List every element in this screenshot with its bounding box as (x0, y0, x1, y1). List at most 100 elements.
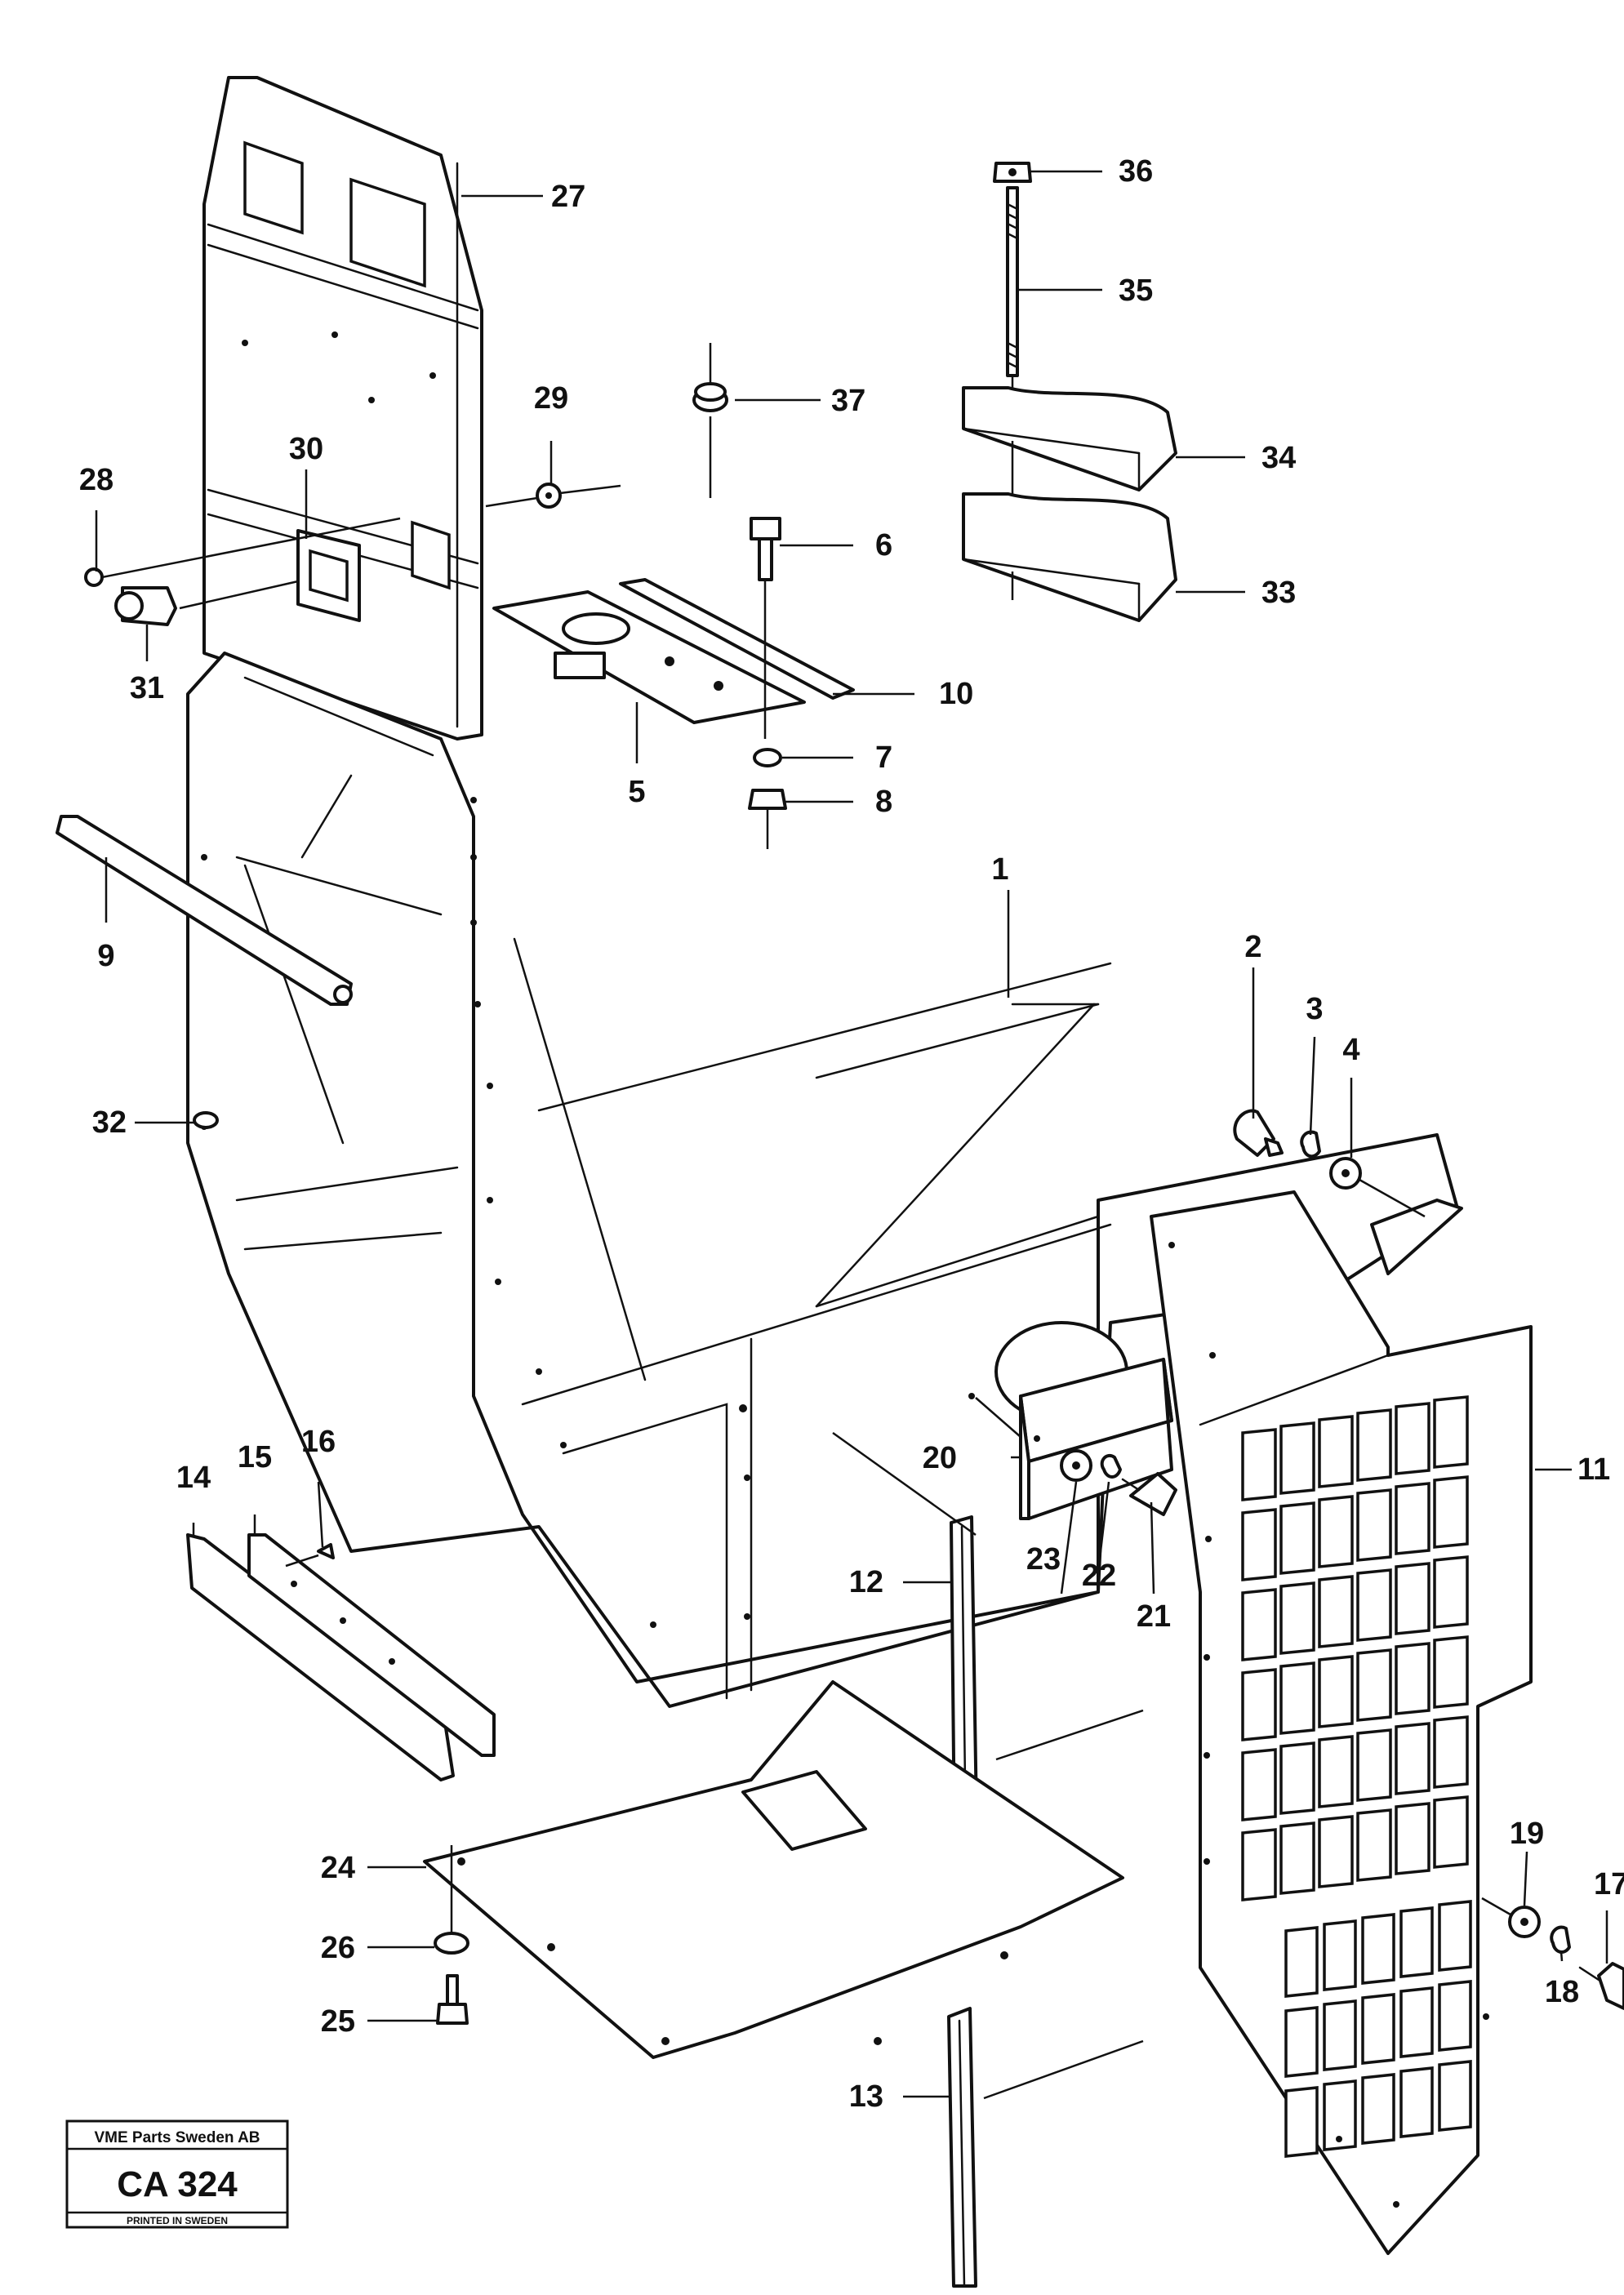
callout-17: 17 (1594, 1867, 1624, 1901)
callout-36: 36 (1119, 154, 1153, 189)
callout-4: 4 (1342, 1033, 1359, 1067)
callout-5: 5 (628, 775, 645, 809)
washer-part-19 (1481, 1897, 1541, 1938)
support-block-part-34 (962, 386, 1177, 506)
callout-18: 18 (1545, 1975, 1579, 2009)
grille-opening (1356, 1488, 1392, 1562)
grille-opening (1318, 1815, 1354, 1888)
grille-opening (1323, 1999, 1357, 2071)
grille-opening (1433, 1795, 1469, 1869)
grille-opening (1279, 1501, 1315, 1575)
grille-opening (1323, 2079, 1357, 2151)
rubber-strip-part-13 (947, 2007, 977, 2288)
screw-part-21 (1121, 1472, 1177, 1516)
clip-part-32 (193, 1111, 219, 1129)
lock-plate-part-30 (296, 529, 361, 622)
callout-24: 24 (321, 1851, 355, 1885)
grille-opening (1438, 1980, 1472, 2052)
callout-16: 16 (301, 1425, 336, 1459)
grille-opening (1241, 1828, 1277, 1901)
grille-opening (1361, 1993, 1395, 2065)
stamp-company: VME Parts Sweden AB (94, 2129, 260, 2146)
grille-opening (1279, 1821, 1315, 1895)
stamp-printed: PRINTED IN SWEDEN (127, 2215, 228, 2226)
washer-part-7 (753, 748, 782, 767)
strip-part-10 (619, 578, 855, 700)
callout-32: 32 (92, 1105, 127, 1140)
callout-12: 12 (849, 1565, 883, 1599)
grille-opening (1284, 2086, 1319, 2158)
callout-9: 9 (97, 939, 114, 973)
callout-22: 22 (1082, 1559, 1116, 1593)
grille-opening (1395, 1802, 1430, 1875)
callout-6: 6 (875, 528, 892, 563)
grille-opening (1241, 1668, 1277, 1741)
callout-11: 11 (1577, 1452, 1610, 1487)
grille-opening (1395, 1642, 1430, 1715)
skirt-strip-part-15 (247, 1533, 496, 1757)
callout-3: 3 (1306, 992, 1323, 1026)
callout-labels: 1 2 3 4 5 6 7 8 9 10 11 12 13 14 15 16 1… (79, 154, 1624, 2114)
callout-26: 26 (321, 1931, 355, 1965)
grille-opening (1433, 1635, 1469, 1709)
grille-opening (1361, 1913, 1395, 1985)
callout-10: 10 (939, 677, 973, 711)
callout-7: 7 (875, 741, 892, 775)
grommet-part-37 (692, 343, 728, 498)
upper-right-flange (1370, 1199, 1463, 1275)
callout-37: 37 (831, 384, 865, 418)
callout-8: 8 (875, 785, 892, 819)
callout-34: 34 (1261, 441, 1296, 475)
grille-upper-openings (1241, 1395, 1469, 1901)
grille-opening (1433, 1715, 1469, 1789)
callout-28: 28 (79, 463, 113, 497)
callout-1: 1 (991, 852, 1008, 887)
nut-part-8 (748, 789, 787, 849)
grille-opening (1279, 1741, 1315, 1815)
grille-opening (1241, 1748, 1277, 1821)
callout-29: 29 (534, 381, 568, 416)
callout-23: 23 (1026, 1542, 1061, 1577)
grille-opening (1241, 1428, 1277, 1501)
grille-opening (1284, 1926, 1319, 1998)
grille-opening (1241, 1588, 1277, 1661)
callout-13: 13 (849, 2079, 883, 2114)
grille-opening (1399, 1906, 1434, 1978)
skirt-strip-part-14 (186, 1533, 455, 1781)
callout-27: 27 (551, 180, 585, 214)
grille-opening (1279, 1581, 1315, 1655)
grille-opening (1356, 1568, 1392, 1642)
nut-part-36 (993, 162, 1032, 183)
grille-opening (1241, 1508, 1277, 1581)
washer-part-4 (1329, 1157, 1426, 1218)
grille-opening (1356, 1808, 1392, 1882)
grille-opening (1395, 1562, 1430, 1635)
screw-part-28 (84, 517, 401, 587)
grille-opening (1361, 2073, 1395, 2145)
callout-14: 14 (176, 1461, 211, 1495)
callout-2: 2 (1244, 930, 1261, 964)
grille-opening (1433, 1395, 1469, 1469)
callout-21: 21 (1137, 1599, 1171, 1634)
callout-15: 15 (238, 1440, 272, 1474)
mounting-plate-part-5 (492, 590, 806, 724)
grille-lower-openings (1284, 1900, 1472, 2158)
support-block-part-33 (962, 492, 1177, 622)
callout-25: 25 (321, 2004, 355, 2039)
grille-opening (1318, 1495, 1354, 1568)
screw-part-16 (285, 1543, 335, 1568)
stamp-code: CA 324 (117, 2164, 238, 2204)
grille-opening (1318, 1575, 1354, 1648)
callout-35: 35 (1119, 274, 1153, 308)
grille-panel-part-11 (1150, 1190, 1533, 2255)
screw-part-17 (1578, 1962, 1624, 2010)
grille-opening (1395, 1402, 1430, 1475)
grille-opening (1279, 1421, 1315, 1495)
strip-part-9 (56, 815, 353, 1006)
grille-opening (1395, 1482, 1430, 1555)
callout-19: 19 (1510, 1817, 1544, 1851)
grille-opening (1356, 1408, 1392, 1482)
grille-opening (1356, 1728, 1392, 1802)
